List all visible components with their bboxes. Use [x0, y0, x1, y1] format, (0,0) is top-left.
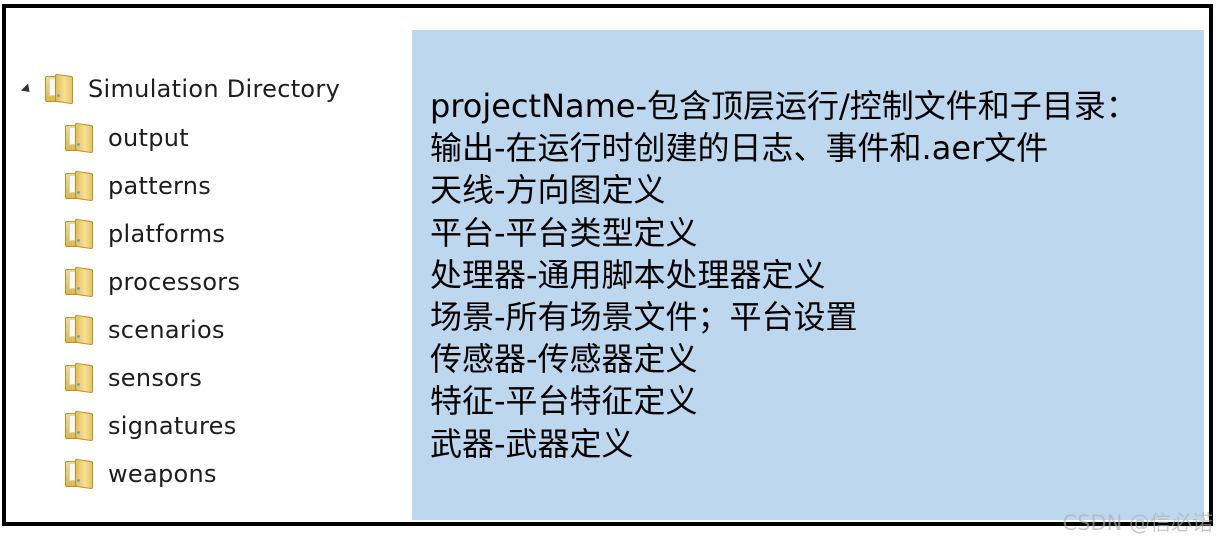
tree-item-processors[interactable]: processors [16, 258, 396, 306]
description-line-processors: 处理器-通用脚本处理器定义 [430, 255, 826, 294]
directory-tree: Simulation Directory output patterns pla… [16, 64, 396, 498]
folder-icon [64, 458, 94, 490]
tree-item-patterns[interactable]: patterns [16, 162, 396, 210]
tree-item-sensors[interactable]: sensors [16, 354, 396, 402]
tree-item-scenarios[interactable]: scenarios [16, 306, 396, 354]
tree-item-label: platforms [108, 220, 226, 248]
description-line-patterns: 天线-方向图定义 [430, 171, 666, 210]
folder-icon [64, 266, 94, 298]
directory-description-panel: projectName-包含顶层运行/控制文件和子目录： 输出-在运行时创建的日… [412, 30, 1204, 520]
tree-item-label: processors [108, 268, 241, 296]
description-line-platforms: 平台-平台类型定义 [430, 213, 698, 252]
tree-item-label: signatures [108, 412, 237, 440]
tree-item-label: scenarios [108, 316, 225, 344]
description-line-scenarios: 场景-所有场景文件；平台设置 [430, 298, 858, 337]
tree-item-label: output [108, 124, 189, 152]
tree-item-platforms[interactable]: platforms [16, 210, 396, 258]
description-line-signatures: 特征-平台特征定义 [430, 382, 698, 421]
description-line-sensors: 传感器-传感器定义 [430, 340, 698, 379]
description-line-output: 输出-在运行时创建的日志、事件和.aer文件 [430, 129, 1049, 168]
tree-item-label: Simulation Directory [88, 75, 341, 103]
tree-item-weapons[interactable]: weapons [16, 450, 396, 498]
tree-item-simulation-directory[interactable]: Simulation Directory [16, 64, 396, 114]
folder-icon [64, 122, 94, 154]
figure-frame: Simulation Directory output patterns pla… [2, 4, 1213, 526]
folder-icon [64, 410, 94, 442]
tree-item-output[interactable]: output [16, 114, 396, 162]
description-line-project: projectName-包含顶层运行/控制文件和子目录： [430, 87, 1138, 125]
folder-icon [64, 314, 94, 346]
tree-item-label: sensors [108, 364, 203, 392]
tree-item-label: patterns [108, 172, 212, 200]
folder-icon [64, 170, 94, 202]
tree-item-signatures[interactable]: signatures [16, 402, 396, 450]
tree-item-label: weapons [108, 460, 217, 488]
watermark: CSDN @信必诺 [1062, 511, 1213, 535]
folder-icon [64, 218, 94, 250]
description-line-weapons: 武器-武器定义 [430, 424, 634, 463]
folder-icon [64, 362, 94, 394]
expanded-triangle-icon[interactable] [20, 82, 34, 96]
folder-open-icon [44, 73, 74, 105]
